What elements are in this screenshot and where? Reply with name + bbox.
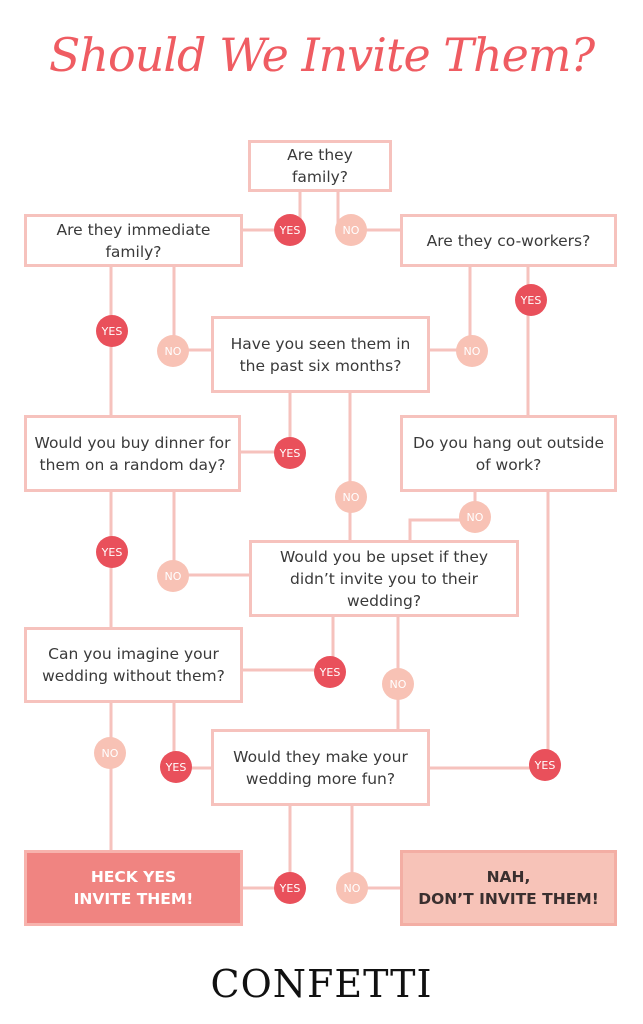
no-marker: NO	[94, 737, 126, 769]
question-hang-out: Do you hang out outside of work?	[400, 415, 617, 492]
yes-marker: YES	[96, 536, 128, 568]
yes-marker: YES	[274, 872, 306, 904]
yes-marker: YES	[96, 315, 128, 347]
yes-marker: YES	[274, 214, 306, 246]
page-title: Should We Invite Them?	[48, 28, 595, 82]
yes-marker: YES	[515, 284, 547, 316]
no-marker: NO	[336, 872, 368, 904]
no-marker: NO	[335, 214, 367, 246]
yes-marker: YES	[314, 656, 346, 688]
question-coworkers: Are they co-workers?	[400, 214, 617, 267]
question-immediate-family: Are they immediate family?	[24, 214, 243, 267]
no-marker: NO	[157, 335, 189, 367]
no-marker: NO	[157, 560, 189, 592]
question-upset: Would you be upset if they didn’t invite…	[249, 540, 519, 617]
question-more-fun: Would they make your wedding more fun?	[211, 729, 430, 806]
question-buy-dinner: Would you buy dinner for them on a rando…	[24, 415, 241, 492]
question-family: Are they family?	[248, 140, 392, 192]
no-marker: NO	[459, 501, 491, 533]
yes-marker: YES	[160, 751, 192, 783]
no-marker: NO	[382, 668, 414, 700]
question-imagine-wedding: Can you imagine your wedding without the…	[24, 627, 243, 703]
brand-logo: CONFETTI	[210, 962, 433, 1006]
yes-marker: YES	[274, 437, 306, 469]
no-marker: NO	[335, 481, 367, 513]
yes-marker: YES	[529, 749, 561, 781]
outcome-invite: HECK YES INVITE THEM!	[24, 850, 243, 926]
outcome-dont-invite: NAH, DON’T INVITE THEM!	[400, 850, 617, 926]
no-marker: NO	[456, 335, 488, 367]
question-seen-recently: Have you seen them in the past six month…	[211, 316, 430, 393]
